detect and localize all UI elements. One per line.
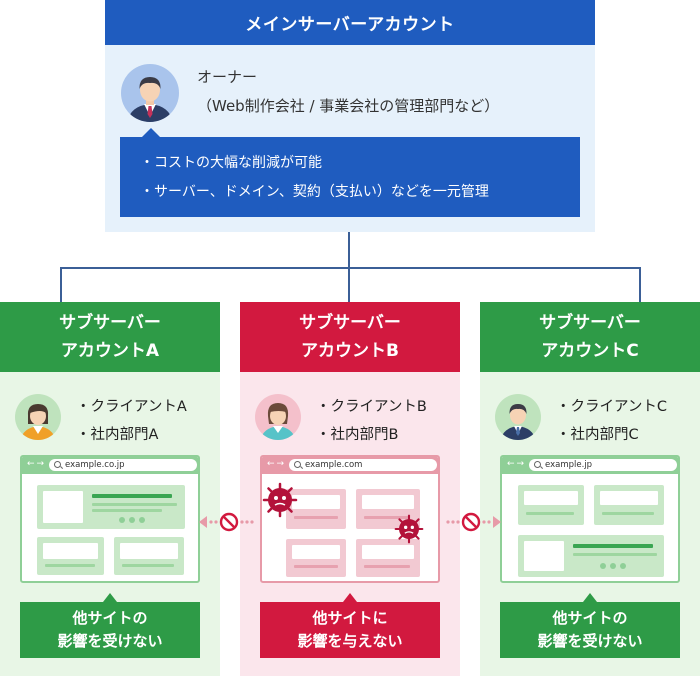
address-bar: ←→ example.jp (502, 457, 678, 474)
sub-b-caption-line1: 他サイトに (312, 609, 388, 627)
url-text: example.jp (545, 460, 593, 470)
benefits-box: ・コストの大幅な削減が可能 ・サーバー、ドメイン、契約（支払い）などを一元管理 (120, 128, 580, 217)
content-panel (518, 485, 584, 525)
url-field: example.com (289, 459, 437, 471)
sub-account-a-title-line1: サブサーバー (59, 313, 161, 333)
sub-a-caption-line2: 影響を受けない (57, 632, 163, 650)
url-text: example.co.jp (65, 460, 125, 470)
sub-a-client: ・クライアントA (76, 399, 187, 415)
content-panel (37, 485, 185, 529)
sub-b-caption: 他サイトに 影響を与えない (260, 593, 440, 658)
nurse-avatar-icon (255, 394, 301, 440)
main-account-title: メインサーバーアカウント (105, 0, 595, 45)
content-panel (356, 539, 420, 577)
blocked-link-left (199, 512, 254, 532)
owner-role: オーナー (197, 68, 258, 86)
connector-to-a (60, 267, 62, 302)
nav-arrows-icon: ←→ (267, 459, 287, 469)
sub-c-caption-line1: 他サイトの (552, 609, 628, 627)
content-panel (594, 485, 664, 525)
connector-to-c (639, 267, 641, 302)
browser-window-c: ←→ example.jp (500, 455, 680, 583)
virus-icon (394, 514, 424, 544)
url-text: example.com (305, 460, 363, 470)
benefit-cost-reduction: ・コストの大幅な削減が可能 (140, 155, 322, 171)
sub-a-caption: 他サイトの 影響を受けない (20, 593, 200, 658)
sub-b-dept: ・社内部門B (316, 427, 399, 443)
sub-account-b-title-line2: アカウントB (301, 341, 399, 361)
sub-c-caption-line2: 影響を受けない (537, 632, 643, 650)
sub-account-a-title-line2: アカウントA (60, 341, 160, 361)
businessman-avatar-icon (121, 64, 179, 122)
no-entry-icon (461, 512, 481, 532)
sub-b-client: ・クライアントB (316, 399, 427, 415)
address-bar: ←→ example.co.jp (22, 457, 198, 474)
connector-trunk (348, 232, 350, 268)
search-icon (294, 461, 301, 468)
address-bar: ←→ example.com (262, 457, 438, 474)
sub-c-dept: ・社内部門C (556, 427, 639, 443)
benefit-central-management: ・サーバー、ドメイン、契約（支払い）などを一元管理 (140, 184, 489, 200)
content-panel (356, 489, 420, 529)
search-icon (534, 461, 541, 468)
sub-b-caption-line2: 影響を与えない (297, 632, 403, 650)
sub-account-a: サブサーバー アカウントA ・クライアントA ・社内部門A ←→ example… (0, 302, 220, 676)
url-field: example.co.jp (49, 459, 197, 471)
sub-a-caption-line1: 他サイトの (72, 609, 148, 627)
sub-account-a-title: サブサーバー アカウントA (0, 302, 220, 372)
nav-arrows-icon: ←→ (507, 459, 527, 469)
sub-account-c-title-line1: サブサーバー (539, 313, 641, 333)
sub-account-c-title-line2: アカウントC (541, 341, 639, 361)
sub-c-client: ・クライアントC (556, 399, 668, 415)
sub-account-b-title: サブサーバー アカウントB (240, 302, 460, 372)
sub-account-c: サブサーバー アカウントC ・クライアントC ・社内部門C ←→ example… (480, 302, 700, 676)
man-avatar-icon (495, 394, 541, 440)
sub-a-dept: ・社内部門A (76, 427, 159, 443)
search-icon (54, 461, 61, 468)
sub-account-c-title: サブサーバー アカウントC (480, 302, 700, 372)
connector-horizontal (60, 267, 641, 269)
woman-avatar-icon (15, 394, 61, 440)
connector-to-b (348, 267, 350, 302)
content-panel (518, 535, 664, 577)
nav-arrows-icon: ←→ (27, 459, 47, 469)
content-panel (286, 489, 346, 529)
sub-c-caption: 他サイトの 影響を受けない (500, 593, 680, 658)
sub-account-b-title-line1: サブサーバー (299, 313, 401, 333)
sub-account-b: サブサーバー アカウントB ・クライアントB ・社内部門B ←→ example… (240, 302, 460, 676)
owner-description: （Web制作会社 / 事業会社の管理部門など） (197, 97, 500, 115)
browser-window-a: ←→ example.co.jp (20, 455, 200, 583)
no-entry-icon (219, 512, 239, 532)
content-panel (37, 537, 104, 575)
url-field: example.jp (529, 459, 677, 471)
virus-icon (262, 482, 298, 518)
content-panel (286, 539, 346, 577)
main-server-account: メインサーバーアカウント オーナー （Web制作会社 / 事業会社の管理部門など… (105, 0, 595, 232)
blocked-link-right (446, 512, 501, 532)
content-panel (114, 537, 184, 575)
